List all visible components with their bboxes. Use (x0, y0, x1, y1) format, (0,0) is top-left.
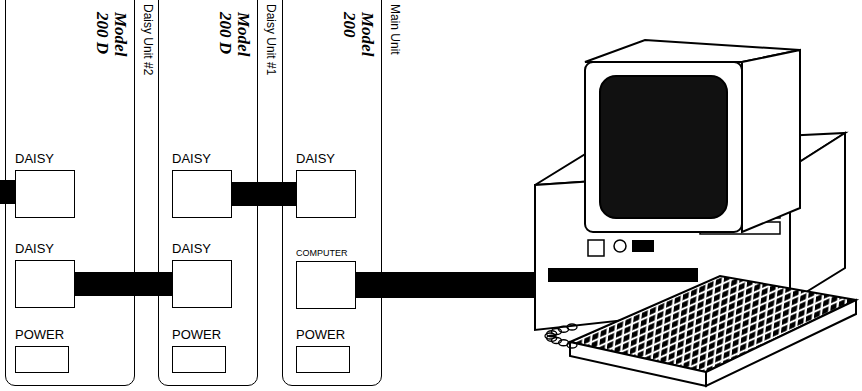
indicator (614, 240, 626, 252)
port-label: DAISY (172, 242, 211, 257)
model-name: Model 200 D (93, 12, 129, 82)
port-label: DAISY (15, 242, 54, 257)
port-box: DAISY (296, 149, 356, 218)
port-box: POWER (172, 325, 226, 373)
monitor-bezel (585, 62, 742, 232)
port-socket (15, 346, 69, 373)
cord-coil (567, 324, 577, 330)
port-socket (296, 261, 356, 309)
power-switch (588, 240, 604, 256)
port-label: DAISY (172, 152, 211, 167)
vent (548, 268, 698, 282)
port-box: COMPUTER (296, 242, 356, 309)
port-box: DAISY (172, 239, 232, 308)
port-socket (15, 170, 75, 218)
port-box: DAISY (15, 239, 75, 308)
indicator-panel (632, 240, 654, 252)
port-socket (296, 346, 350, 373)
port-socket (172, 260, 232, 308)
cable-stub (0, 180, 16, 204)
daisy-cable (232, 182, 296, 206)
port-label: DAISY (15, 152, 54, 167)
computer-cable (355, 272, 547, 298)
port-label: COMPUTER (296, 248, 348, 258)
port-socket (172, 170, 232, 218)
monitor-screen (600, 76, 727, 218)
unit-panel: Model 200 D Daisy Unit #2 DAISY DAISY POWER (5, 0, 157, 386)
unit-label: Daisy Unit #1 (264, 4, 277, 75)
port-label: POWER (296, 328, 345, 343)
model-name: Model 200 (340, 12, 376, 82)
port-label: POWER (15, 328, 64, 343)
port-socket (172, 346, 226, 373)
port-socket (296, 170, 356, 218)
unit-panel: Model 200 Main UnitDAISY COMPUTER POWER (282, 0, 404, 386)
unit-label: Daisy Unit #2 (141, 4, 154, 75)
monitor-side (742, 50, 800, 232)
port-box: DAISY (15, 149, 75, 218)
port-label: DAISY (296, 152, 335, 167)
keyboard-front (570, 342, 706, 386)
port-box: DAISY (172, 149, 232, 218)
model-name: Model 200 D (216, 12, 252, 82)
port-socket (15, 260, 75, 308)
unit-label: Main Unit (388, 4, 401, 55)
port-box: POWER (15, 325, 69, 373)
port-label: POWER (172, 328, 221, 343)
unit-panel: Model 200 D Daisy Unit #1 DAISY DAISY POWER (158, 0, 280, 386)
port-box: POWER (296, 325, 350, 373)
keyboard-cord (545, 324, 577, 348)
keyboard-side (706, 300, 856, 386)
